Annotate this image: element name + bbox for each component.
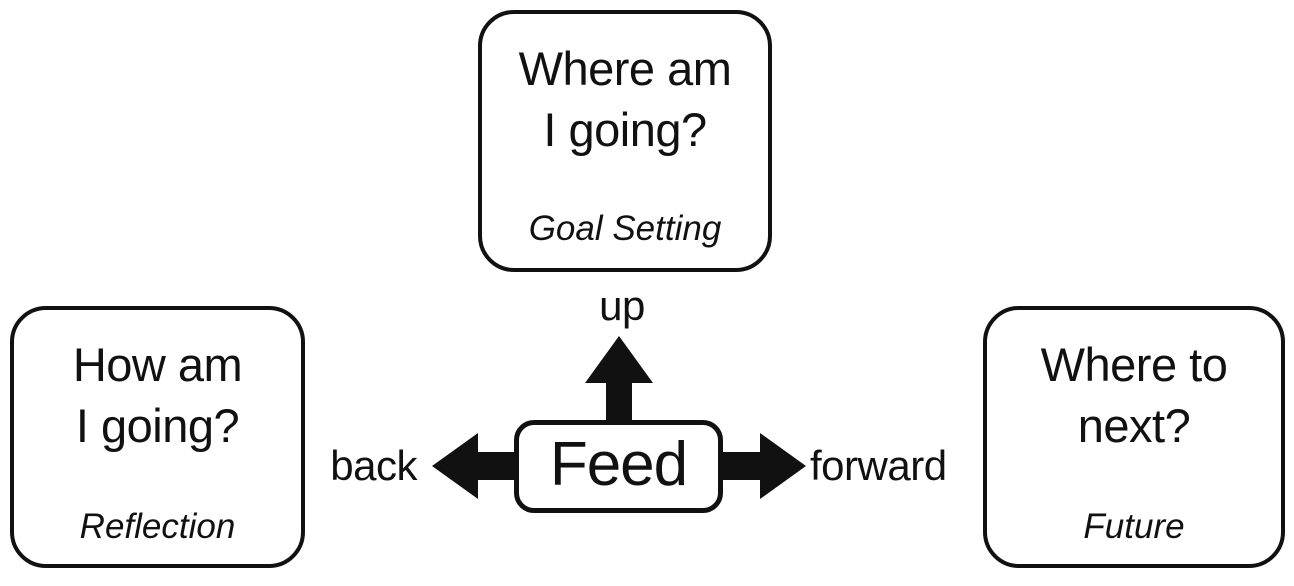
feed-forward-arrow — [721, 433, 806, 499]
reflection-question: How am I going? — [72, 334, 243, 456]
reflection-question-line2: I going? — [75, 399, 240, 452]
feed-up-arrow — [585, 336, 653, 420]
future-question-line2: next? — [1077, 399, 1191, 452]
future-box: Where to next? Future — [983, 306, 1285, 568]
feed-box: Feed — [514, 420, 723, 513]
goal-setting-question-line2: I going? — [543, 103, 707, 156]
feed-back-arrow — [432, 433, 517, 499]
goal-setting-question-line1: Where am — [518, 42, 732, 95]
future-question-line1: Where to — [1040, 338, 1228, 391]
reflection-question-line1: How am — [72, 338, 243, 391]
feed-label: Feed — [549, 429, 688, 499]
back-label: back — [330, 442, 417, 489]
forward-label: forward — [810, 442, 947, 489]
goal-setting-box: Where am I going? Goal Setting — [478, 10, 772, 272]
reflection-label: Reflection — [79, 507, 236, 546]
reflection-box: How am I going? Reflection — [10, 306, 305, 568]
up-label: up — [599, 282, 645, 329]
future-question: Where to next? — [1041, 334, 1228, 456]
goal-setting-label: Goal Setting — [528, 209, 722, 248]
future-label: Future — [1083, 507, 1185, 546]
goal-setting-question: Where am I going? — [519, 38, 732, 160]
